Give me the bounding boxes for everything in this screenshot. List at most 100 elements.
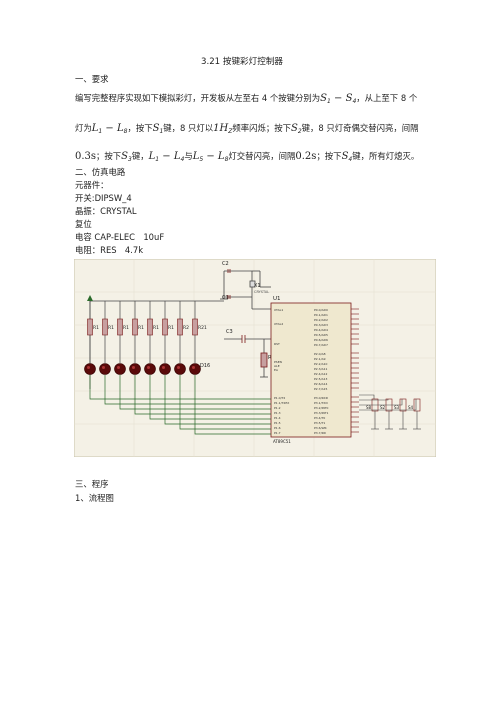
p1-wire bbox=[149, 375, 271, 420]
switch-wire bbox=[359, 394, 375, 399]
pin-label: P0.5/AD5 bbox=[314, 333, 328, 337]
crystal-label: CRYSTAL bbox=[254, 290, 269, 294]
part-crystal: 晶振：CRYSTAL bbox=[75, 206, 137, 216]
pin-label: P2.0/A8 bbox=[314, 352, 326, 356]
p1-wire bbox=[119, 375, 271, 410]
pin-label: P2.1/A9 bbox=[314, 357, 326, 361]
resistor-label: R1 bbox=[168, 325, 174, 331]
resistor-label: R1 bbox=[108, 325, 114, 331]
section-requirements: 一、要求 bbox=[75, 74, 109, 84]
parts-header: 元器件： bbox=[75, 180, 109, 190]
p1-wire bbox=[134, 375, 271, 415]
resistor bbox=[117, 318, 123, 336]
page-title: 3.21 按键彩灯控制器 bbox=[201, 57, 284, 67]
led-highlight bbox=[102, 366, 105, 369]
pin-label: P0.1/AD1 bbox=[314, 313, 328, 317]
switch-label: S4 bbox=[408, 405, 414, 410]
part-capacitor: 电容 CAP-ELEC 10uF bbox=[75, 232, 165, 242]
resistor-label: R1 bbox=[93, 325, 99, 331]
led-label: D16 bbox=[200, 363, 210, 369]
led-highlight bbox=[87, 366, 90, 369]
resistor bbox=[102, 318, 108, 336]
mcu-body bbox=[270, 302, 352, 438]
resistor-label: R1 bbox=[153, 325, 159, 331]
pin-label: P3.7/RD bbox=[314, 431, 327, 435]
resistor bbox=[132, 318, 138, 336]
pin-label: P3.3/INT1 bbox=[314, 411, 329, 415]
p1-wire bbox=[179, 375, 271, 430]
pin-label: P2.2/A10 bbox=[314, 362, 328, 366]
pin-label: P0.0/AD0 bbox=[314, 308, 328, 312]
c3-label: C3 bbox=[226, 329, 233, 335]
led-highlight bbox=[177, 366, 180, 369]
pin-label: EA bbox=[274, 368, 279, 372]
led-icon bbox=[159, 363, 171, 375]
pin-label: XTAL1 bbox=[274, 308, 283, 312]
part-reset: 复位 bbox=[75, 219, 92, 229]
c2-label: C2 bbox=[222, 261, 229, 267]
led-icon bbox=[189, 363, 201, 375]
resistor bbox=[87, 318, 93, 336]
pin-label: P3.2/INT0 bbox=[314, 406, 329, 410]
resistor-label: R1 bbox=[138, 325, 144, 331]
requirement-line-3: 0.3s；按下S3键，L1 − L4与L5 − L8灯交替闪亮，间隔0.2s；按… bbox=[75, 151, 420, 163]
switch-wire bbox=[359, 399, 389, 401]
switch-label: S8 bbox=[366, 405, 372, 410]
led-highlight bbox=[117, 366, 120, 369]
pin-label: P3.5/T1 bbox=[314, 421, 325, 425]
pin-label: P2.3/A11 bbox=[314, 367, 328, 371]
resistor bbox=[162, 318, 168, 336]
p1-wire bbox=[89, 375, 271, 400]
section-circuit: 二、仿真电路 bbox=[75, 167, 126, 177]
pin-label: P2.5/A13 bbox=[314, 377, 328, 381]
pin-label: P1.6 bbox=[274, 426, 281, 430]
u1-label: U1 bbox=[273, 296, 281, 302]
led-highlight bbox=[192, 366, 195, 369]
pin-label: P1.3 bbox=[274, 411, 281, 415]
p1-wire bbox=[164, 375, 271, 425]
pin-label: P2.4/A12 bbox=[314, 372, 328, 376]
pin-label: ALE bbox=[274, 364, 280, 368]
pin-label: PSEN bbox=[274, 360, 282, 364]
pin-label: RST bbox=[274, 342, 280, 346]
vcc-icon bbox=[87, 295, 93, 301]
pin-label: P0.7/AD7 bbox=[314, 343, 328, 347]
part-switch: 开关:DIPSW_4 bbox=[75, 193, 132, 203]
chip-label: AT89C51 bbox=[273, 439, 291, 444]
led-icon bbox=[174, 363, 186, 375]
led-icon bbox=[84, 363, 96, 375]
resistor bbox=[177, 318, 183, 336]
pin-label: P0.3/AD3 bbox=[314, 323, 328, 327]
requirement-line-2: 灯为L1 − L8，按下S1键，8 只灯以1HZ频率闪烁；按下S2键，8 只灯奇… bbox=[75, 123, 419, 135]
oscillator-group bbox=[220, 269, 271, 310]
led-icon bbox=[114, 363, 126, 375]
led-highlight bbox=[132, 366, 135, 369]
pin-label: P1.2 bbox=[274, 406, 281, 410]
led-icon bbox=[144, 363, 156, 375]
circuit-schematic: C2 C1 X1 CRYSTAL C3 R9 U1 AT89C51 P0.0/A… bbox=[74, 259, 436, 457]
pin-label: P0.6/AD6 bbox=[314, 338, 328, 342]
p1-wire bbox=[194, 375, 271, 435]
switch-label: S2 bbox=[380, 405, 386, 410]
switch-wire bbox=[359, 399, 417, 411]
requirement-line-1: 编写完整程序实现如下模拟彩灯，开发板从左至右 4 个按键分别为S1 − S4，从… bbox=[75, 93, 418, 105]
c1-label: C1 bbox=[222, 295, 229, 301]
resistor bbox=[192, 318, 198, 336]
pin-label: P2.7/A15 bbox=[314, 387, 328, 391]
part-resistor: 电阻：RES 4.7k bbox=[75, 245, 144, 255]
resistor-label: R21 bbox=[198, 325, 207, 331]
resistor-label: R2 bbox=[183, 325, 189, 331]
pin-label: P0.4/AD4 bbox=[314, 328, 328, 332]
pin-label: P1.5 bbox=[274, 421, 281, 425]
pin-label: P1.1/T2EX bbox=[274, 401, 289, 405]
switch-label: S3 bbox=[394, 405, 400, 410]
pin-label: XTAL2 bbox=[274, 322, 283, 326]
resistor-label: R1 bbox=[123, 325, 129, 331]
pin-label: P3.1/TXD bbox=[314, 401, 328, 405]
led-highlight bbox=[162, 366, 165, 369]
x1-label: X1 bbox=[254, 283, 261, 289]
pin-label: P1.4 bbox=[274, 416, 281, 420]
pin-label: P1.7 bbox=[274, 431, 281, 435]
led-icon bbox=[129, 363, 141, 375]
pin-label: P3.0/RXD bbox=[314, 396, 329, 400]
